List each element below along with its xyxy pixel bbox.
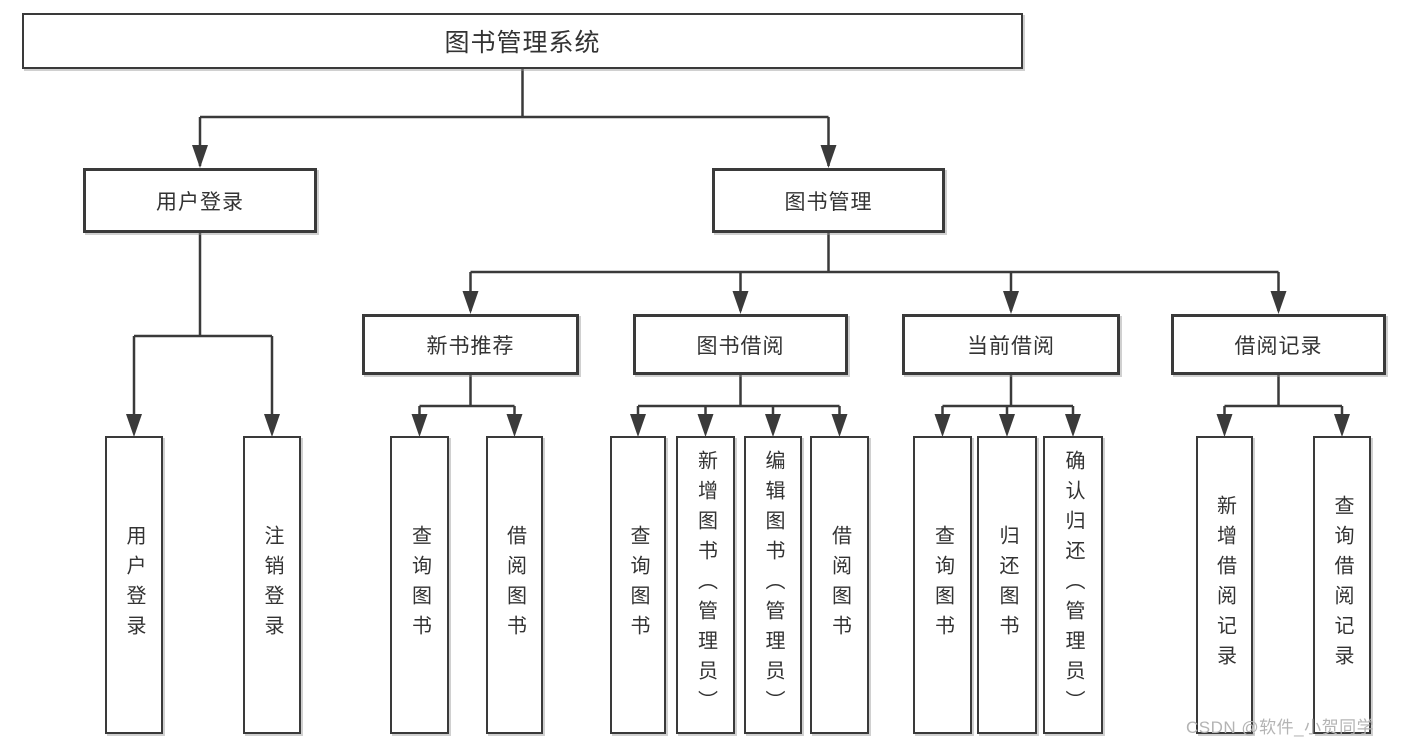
leaf-current-query-books: 查询图书 [913,436,972,734]
leaf-current-return-books-label: 归还图书 [996,525,1018,645]
arrow-down-icon [506,414,523,437]
arrow-down-icon [1065,414,1081,437]
leaf-logout: 注销登录 [243,436,301,734]
arrow-down-icon [1003,291,1019,314]
node-book-borrowing-label: 图书借阅 [696,334,785,358]
arrow-down-icon [411,414,428,437]
arrow-down-icon [831,414,848,437]
leaf-newbooks-query-books-label: 查询图书 [408,525,431,645]
leaf-newbooks-borrow-books-label: 借阅图书 [503,525,526,645]
leaf-user-login: 用户登录 [105,436,163,734]
arrow-down-icon [126,414,142,437]
leaf-borrowing-edit-books: 编辑图书（管理员） [744,436,802,734]
arrow-down-icon [264,414,280,437]
node-current-borrowing-label: 当前借阅 [967,334,1055,358]
node-borrowing-records: 借阅记录 [1171,314,1386,375]
arrow-down-icon [1216,414,1233,437]
node-borrowing-records-label: 借阅记录 [1234,334,1323,358]
leaf-records-add-record: 新增借阅记录 [1196,436,1253,734]
leaf-current-query-books-label: 查询图书 [931,525,954,645]
arrow-down-icon [1270,291,1287,314]
arrow-down-icon [462,291,479,314]
arrow-down-icon [820,145,837,168]
arrow-down-icon [999,414,1015,437]
arrow-down-icon [697,414,714,437]
leaf-current-return-books: 归还图书 [977,436,1037,734]
node-root-label: 图书管理系统 [444,29,601,57]
watermark: CSDN @软件_小贺同学 [1186,718,1375,737]
arrow-down-icon [765,414,781,437]
leaf-borrowing-borrow-books-label: 借阅图书 [828,525,851,645]
leaf-borrowing-query-books: 查询图书 [610,436,666,734]
leaf-user-login-label: 用户登录 [123,525,145,645]
arrow-down-icon [732,291,749,314]
node-user-login-label: 用户登录 [156,190,244,214]
arrow-down-icon [630,414,646,437]
leaf-records-add-record-label: 新增借阅记录 [1213,495,1236,675]
node-book-management: 图书管理 [712,168,945,233]
leaf-borrowing-add-books-label: 新增图书（管理员） [694,450,717,720]
leaf-borrowing-query-books-label: 查询图书 [627,525,649,645]
leaf-borrowing-borrow-books: 借阅图书 [810,436,869,734]
arrow-down-icon [934,414,951,437]
leaf-borrowing-edit-books-label: 编辑图书（管理员） [762,450,784,720]
node-new-book-recommend: 新书推荐 [362,314,579,375]
node-book-borrowing: 图书借阅 [633,314,848,375]
leaf-logout-label: 注销登录 [261,525,283,645]
leaf-current-confirm-return: 确认归还（管理员） [1043,436,1103,734]
leaf-borrowing-add-books: 新增图书（管理员） [676,436,735,734]
leaf-newbooks-query-books: 查询图书 [390,436,449,734]
node-current-borrowing: 当前借阅 [902,314,1120,375]
node-book-management-label: 图书管理 [784,190,873,214]
node-root: 图书管理系统 [22,13,1023,69]
leaf-records-query-record-label: 查询借阅记录 [1331,495,1353,675]
node-new-book-recommend-label: 新书推荐 [426,334,515,358]
tree-edges [132,69,1344,433]
leaf-current-confirm-return-label: 确认归还（管理员） [1062,450,1084,720]
arrow-down-icon [1334,414,1350,437]
leaf-newbooks-borrow-books: 借阅图书 [486,436,543,734]
node-user-login: 用户登录 [83,168,317,233]
leaf-records-query-record: 查询借阅记录 [1313,436,1371,734]
arrow-down-icon [192,145,208,168]
